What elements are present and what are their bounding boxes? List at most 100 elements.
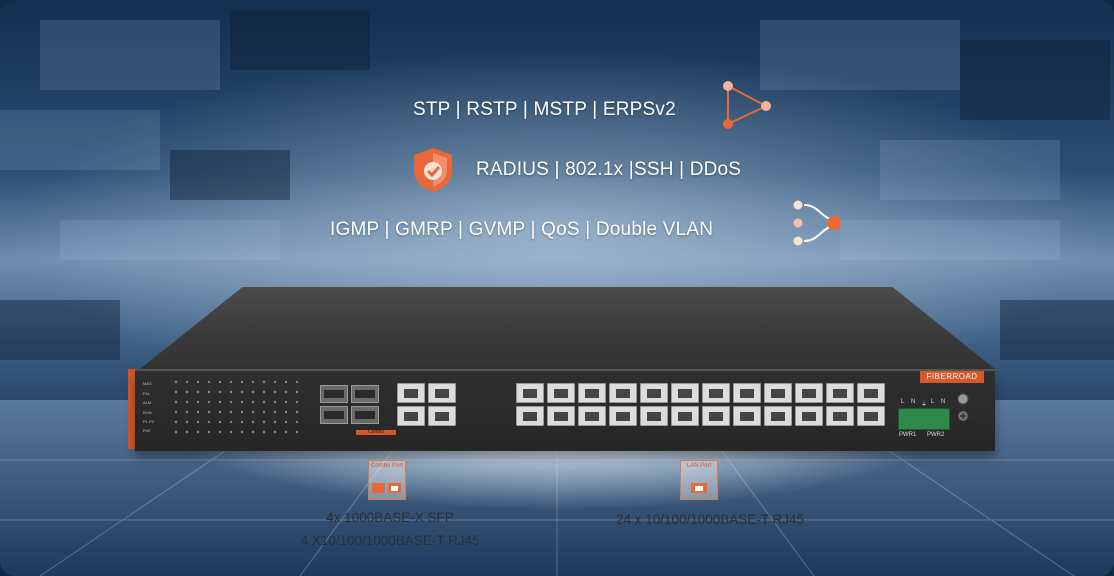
bg-tile (170, 150, 290, 200)
status-led (185, 390, 189, 394)
rj45-port[interactable] (609, 383, 637, 403)
rj45-port[interactable] (547, 406, 575, 426)
rj45-port[interactable] (733, 383, 761, 403)
led-label: RUN (143, 410, 152, 415)
bg-tile (1000, 300, 1114, 360)
shield-check-icon (414, 148, 452, 192)
status-led (240, 380, 244, 384)
rj45-port[interactable] (671, 406, 699, 426)
bg-tile (0, 110, 160, 170)
rj45-port[interactable] (428, 406, 456, 426)
status-led (185, 400, 189, 404)
status-led (295, 400, 299, 404)
rj45-port[interactable] (609, 406, 637, 426)
rj45-port[interactable] (764, 383, 792, 403)
triangle-network-icon (723, 81, 771, 129)
status-led (295, 420, 299, 424)
status-led (240, 400, 244, 404)
switch-rack-ear (128, 369, 136, 449)
rj45-port[interactable] (857, 383, 885, 403)
rj45-port[interactable] (516, 383, 544, 403)
sfp-port[interactable] (351, 385, 379, 403)
led-label: FAL (143, 391, 151, 396)
status-led (229, 390, 233, 394)
status-led (207, 390, 211, 394)
rj45-port[interactable] (547, 383, 575, 403)
rj45-port[interactable] (826, 406, 854, 426)
led-label: MAS (143, 381, 152, 386)
status-led (174, 380, 178, 384)
status-led (174, 400, 178, 404)
sfp-port-group (320, 385, 379, 424)
status-led (262, 430, 266, 434)
led-matrix (174, 380, 299, 434)
rj45-port[interactable] (702, 406, 730, 426)
status-led (295, 430, 299, 434)
rj45-port[interactable] (640, 406, 668, 426)
status-led (196, 420, 200, 424)
sfp-port[interactable] (320, 385, 348, 403)
rj45-port[interactable] (702, 383, 730, 403)
bg-tile (0, 300, 120, 360)
rj45-port[interactable] (733, 406, 761, 426)
combo-rj45-group (397, 383, 456, 426)
bg-tile (880, 140, 1060, 200)
status-led (273, 380, 277, 384)
power-terminal-block (898, 408, 950, 430)
status-led (251, 420, 255, 424)
status-led (174, 410, 178, 414)
switch-top-cover (140, 287, 995, 369)
rj45-port[interactable] (578, 383, 606, 403)
lan-port-group-3 (764, 383, 885, 426)
bg-tile (760, 20, 960, 90)
status-led (207, 400, 211, 404)
status-led (196, 430, 200, 434)
status-led (284, 430, 288, 434)
status-led (273, 400, 277, 404)
sfp-port[interactable] (351, 406, 379, 424)
bg-tile (960, 40, 1110, 120)
rj45-port[interactable] (764, 406, 792, 426)
rj45-port[interactable] (857, 406, 885, 426)
rj45-port[interactable] (795, 383, 823, 403)
status-led (240, 410, 244, 414)
terminal-label: N (941, 399, 946, 405)
sfp-port[interactable] (320, 406, 348, 424)
status-led (240, 420, 244, 424)
status-led (229, 420, 233, 424)
rj45-port[interactable] (397, 383, 425, 403)
status-led (284, 410, 288, 414)
rj45-port[interactable] (428, 383, 456, 403)
status-led (251, 430, 255, 434)
combo-port-legend-title: Combo Port (370, 463, 403, 469)
lan-caption: 24 x 10/100/1000BASE-T RJ45 (615, 512, 805, 527)
status-led (218, 420, 222, 424)
power-label: PWR2 (927, 432, 945, 438)
rj45-port[interactable] (397, 406, 425, 426)
led-label: PoE (143, 428, 151, 433)
status-led (196, 380, 200, 384)
bg-tile (60, 220, 280, 260)
status-led (262, 380, 266, 384)
combo-marker-label: Combo (367, 429, 385, 435)
terminal-label: L (901, 399, 905, 405)
combo-caption-line2: 4 X10/100/1000BASE-T RJ45 (300, 533, 480, 548)
lan-port-group-1 (516, 383, 637, 426)
status-led (218, 410, 222, 414)
feature-line-protocols: STP | RSTP | MSTP | ERPSv2 (413, 99, 676, 120)
multicast-icon (793, 200, 841, 246)
status-led (273, 390, 277, 394)
rj45-port[interactable] (640, 383, 668, 403)
rj45-port[interactable] (795, 406, 823, 426)
status-led (273, 430, 277, 434)
terminal-label: ⏚ (921, 402, 928, 408)
status-led (185, 420, 189, 424)
rj45-port[interactable] (671, 383, 699, 403)
status-led (207, 430, 211, 434)
rj45-port[interactable] (826, 383, 854, 403)
status-led (295, 380, 299, 384)
rj45-port[interactable] (578, 406, 606, 426)
status-led (240, 390, 244, 394)
rj45-port[interactable] (516, 406, 544, 426)
